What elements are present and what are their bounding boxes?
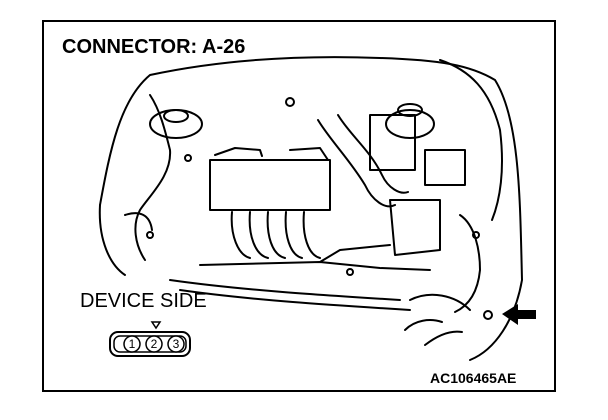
relay-box: [424, 149, 466, 186]
engine-cover: [209, 159, 331, 211]
pin-1-label: 1: [129, 337, 136, 351]
pin-2-label: 2: [151, 337, 158, 351]
right-strut-tower: [385, 109, 435, 139]
pin-2: [145, 335, 163, 353]
device-side-label: DEVICE SIDE: [80, 290, 207, 312]
connector-title: CONNECTOR: A-26: [62, 36, 246, 58]
pin-3-label: 3: [173, 337, 180, 351]
triangle-down-icon: [150, 321, 162, 330]
arrow-left-icon: [502, 304, 536, 325]
pin-1: [123, 335, 141, 353]
reference-code: AC106465AE: [430, 370, 517, 386]
pin-3: [167, 335, 185, 353]
battery: [369, 114, 416, 171]
diagram-frame: [42, 20, 556, 392]
target-connector-location: [483, 310, 493, 320]
body-outline: [99, 56, 523, 361]
left-strut-tower: [149, 109, 203, 139]
air-box: [389, 199, 441, 256]
connector-symbol: 1 2 3: [109, 321, 191, 357]
